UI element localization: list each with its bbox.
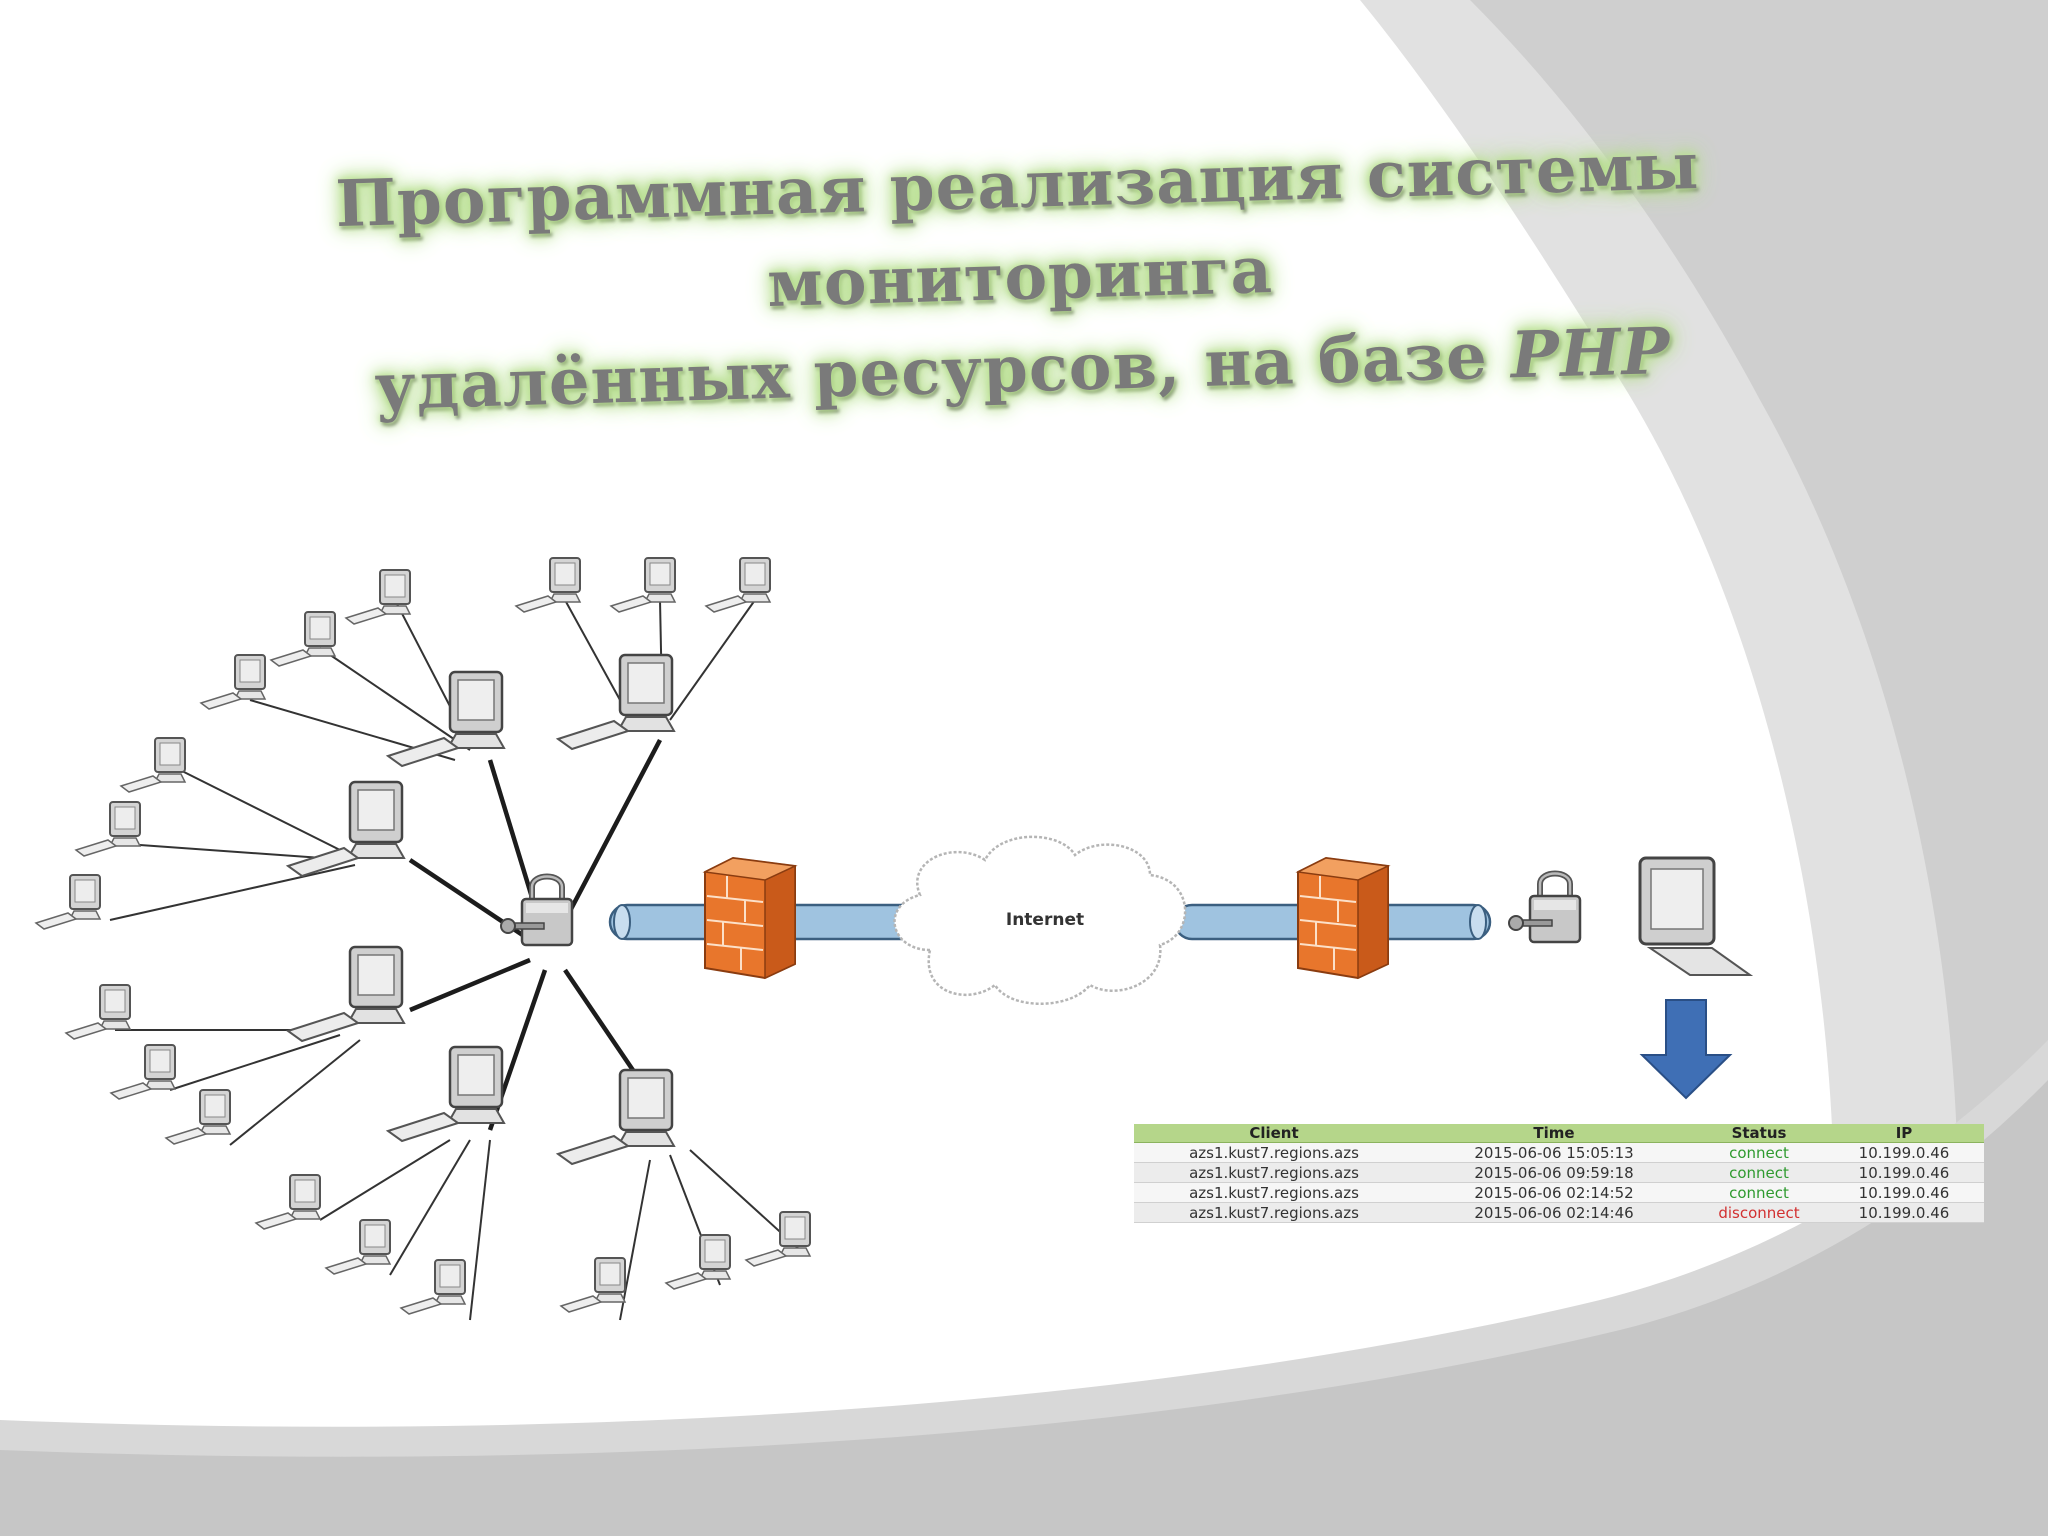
column-header-status: Status [1694, 1124, 1824, 1143]
column-header-ip: IP [1824, 1124, 1984, 1143]
down-arrow-icon [1639, 999, 1733, 1100]
cell-status: connect [1694, 1142, 1824, 1163]
cell-time: 2015-06-06 02:14:46 [1414, 1202, 1694, 1223]
table-row: azs1.kust7.regions.azs 2015-06-06 15:05:… [1134, 1142, 1984, 1163]
workstation-icon [610, 557, 676, 613]
table-row: azs1.kust7.regions.azs 2015-06-06 02:14:… [1134, 1202, 1984, 1223]
column-header-time: Time [1414, 1124, 1694, 1143]
hub-computer-icon [556, 1068, 676, 1166]
cell-ip: 10.199.0.46 [1824, 1182, 1984, 1203]
table-row: azs1.kust7.regions.azs 2015-06-06 02:14:… [1134, 1182, 1984, 1203]
workstation-icon [75, 801, 141, 857]
cell-client: azs1.kust7.regions.azs [1134, 1142, 1414, 1163]
cloud-label: Internet [1005, 910, 1085, 930]
hub-computer-icon [286, 945, 406, 1043]
workstation-icon [515, 557, 581, 613]
firewall-icon [1297, 857, 1389, 979]
firewall-icon [704, 857, 796, 979]
workstation-icon [325, 1219, 391, 1275]
column-header-client: Client [1134, 1124, 1414, 1143]
workstation-icon [270, 611, 336, 667]
connection-log-table: Client Time Status IP azs1.kust7.regions… [1134, 1124, 1984, 1223]
cell-time: 2015-06-06 15:05:13 [1414, 1142, 1694, 1163]
cell-ip: 10.199.0.46 [1824, 1162, 1984, 1183]
cell-status: connect [1694, 1182, 1824, 1203]
cell-client: azs1.kust7.regions.azs [1134, 1182, 1414, 1203]
vpn-lock-icon [1509, 874, 1580, 943]
workstation-icon [110, 1044, 176, 1100]
workstation-icon [165, 1089, 231, 1145]
internet-cloud [893, 835, 1187, 1005]
workstation-icon [400, 1259, 466, 1315]
workstation-icon [35, 874, 101, 930]
cell-client: azs1.kust7.regions.azs [1134, 1202, 1414, 1223]
hub-computer-icon [556, 653, 676, 751]
hub-computer-icon [286, 780, 406, 878]
table-header-row: Client Time Status IP [1134, 1124, 1984, 1143]
vpn-lock-icon [501, 877, 572, 946]
workstation-icon [345, 569, 411, 625]
workstation-icon [120, 737, 186, 793]
monitoring-server-icon [1638, 856, 1754, 976]
cell-ip: 10.199.0.46 [1824, 1202, 1984, 1223]
workstation-icon [745, 1211, 811, 1267]
cell-ip: 10.199.0.46 [1824, 1142, 1984, 1163]
table-row: azs1.kust7.regions.azs 2015-06-06 09:59:… [1134, 1162, 1984, 1183]
cell-status: disconnect [1694, 1202, 1824, 1223]
cell-time: 2015-06-06 02:14:52 [1414, 1182, 1694, 1203]
workstation-icon [665, 1234, 731, 1290]
hub-computer-icon [386, 1045, 506, 1143]
workstation-icon [255, 1174, 321, 1230]
hub-computer-icon [386, 670, 506, 768]
cell-status: connect [1694, 1162, 1824, 1183]
workstation-icon [705, 557, 771, 613]
cell-time: 2015-06-06 09:59:18 [1414, 1162, 1694, 1183]
cell-client: azs1.kust7.regions.azs [1134, 1162, 1414, 1183]
workstation-icon [560, 1257, 626, 1313]
